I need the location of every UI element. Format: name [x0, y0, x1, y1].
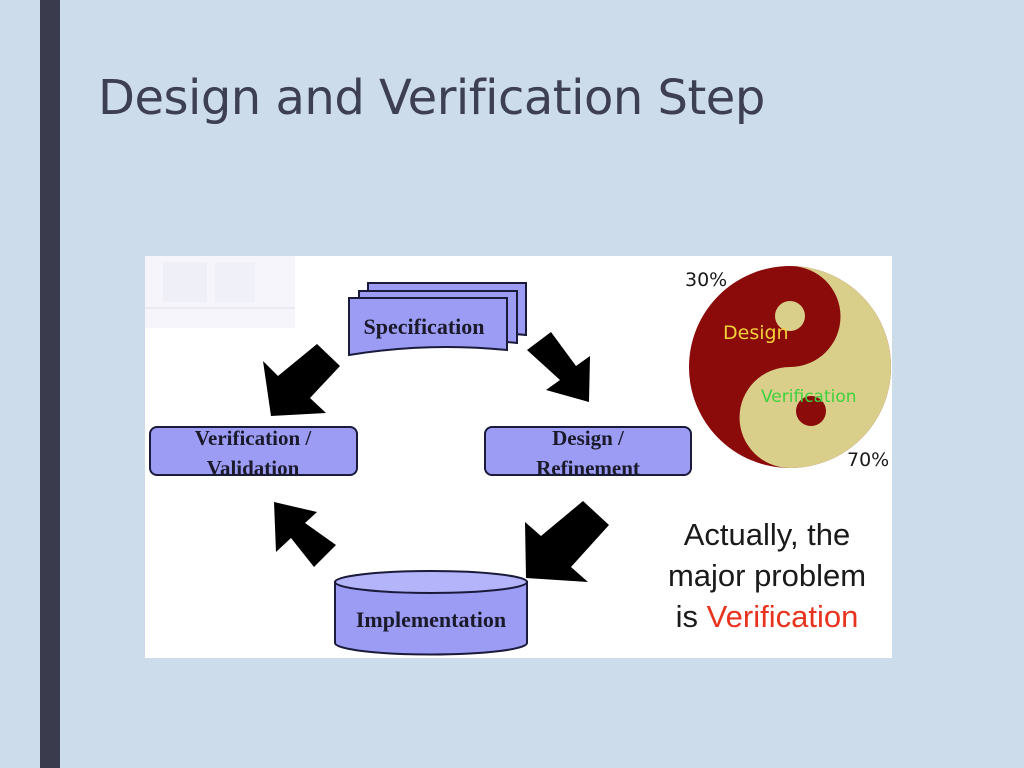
- callout-line3-prefix: is: [675, 599, 707, 634]
- specification-node: Specification: [348, 282, 527, 357]
- verification-label-line1: Verification /: [195, 426, 313, 450]
- arrow-spec-to-design: [527, 332, 590, 402]
- design-label-line2: Refinement: [536, 456, 640, 480]
- design-verification-figure: Specification Design / Refinement Verifi…: [145, 256, 892, 658]
- implementation-node: Implementation: [334, 570, 528, 656]
- slide-title: Design and Verification Step: [98, 70, 765, 126]
- arrow-verification-to-spec: [263, 344, 340, 416]
- callout-line2: major problem: [667, 558, 867, 593]
- verification-label-line2: Validation: [207, 456, 300, 480]
- implementation-label: Implementation: [356, 607, 506, 632]
- callout-text: Actually, the major problem is Verificat…: [635, 514, 892, 637]
- arrow-implementation-to-verification: [274, 502, 336, 567]
- yin-yang-light-dot: [775, 301, 805, 331]
- yinyang-verification-label: Verification: [761, 387, 857, 407]
- cycle-diagram: Specification Design / Refinement Verifi…: [145, 256, 891, 656]
- yinyang-design-label: Design: [723, 322, 789, 344]
- slide-side-bar: [40, 0, 60, 768]
- background-decoration: [145, 256, 295, 328]
- callout-highlight: Verification: [706, 599, 859, 634]
- yinyang-top-percent: 30%: [685, 269, 727, 291]
- yin-yang-dark-dot: [796, 396, 826, 426]
- callout-line1: Actually, the: [683, 517, 851, 552]
- design-label-line1: Design /: [552, 426, 625, 450]
- verification-validation-node: Verification / Validation: [149, 426, 358, 480]
- design-refinement-node: Design / Refinement: [484, 426, 692, 480]
- callout-line3: is Verification: [635, 596, 892, 637]
- yinyang-bottom-percent: 70%: [847, 449, 889, 471]
- yin-yang-chart: Design Verification 30% 70%: [685, 266, 891, 471]
- yin-yang-light: [739, 266, 891, 468]
- specification-label: Specification: [364, 314, 485, 339]
- arrow-design-to-implementation: [525, 501, 609, 582]
